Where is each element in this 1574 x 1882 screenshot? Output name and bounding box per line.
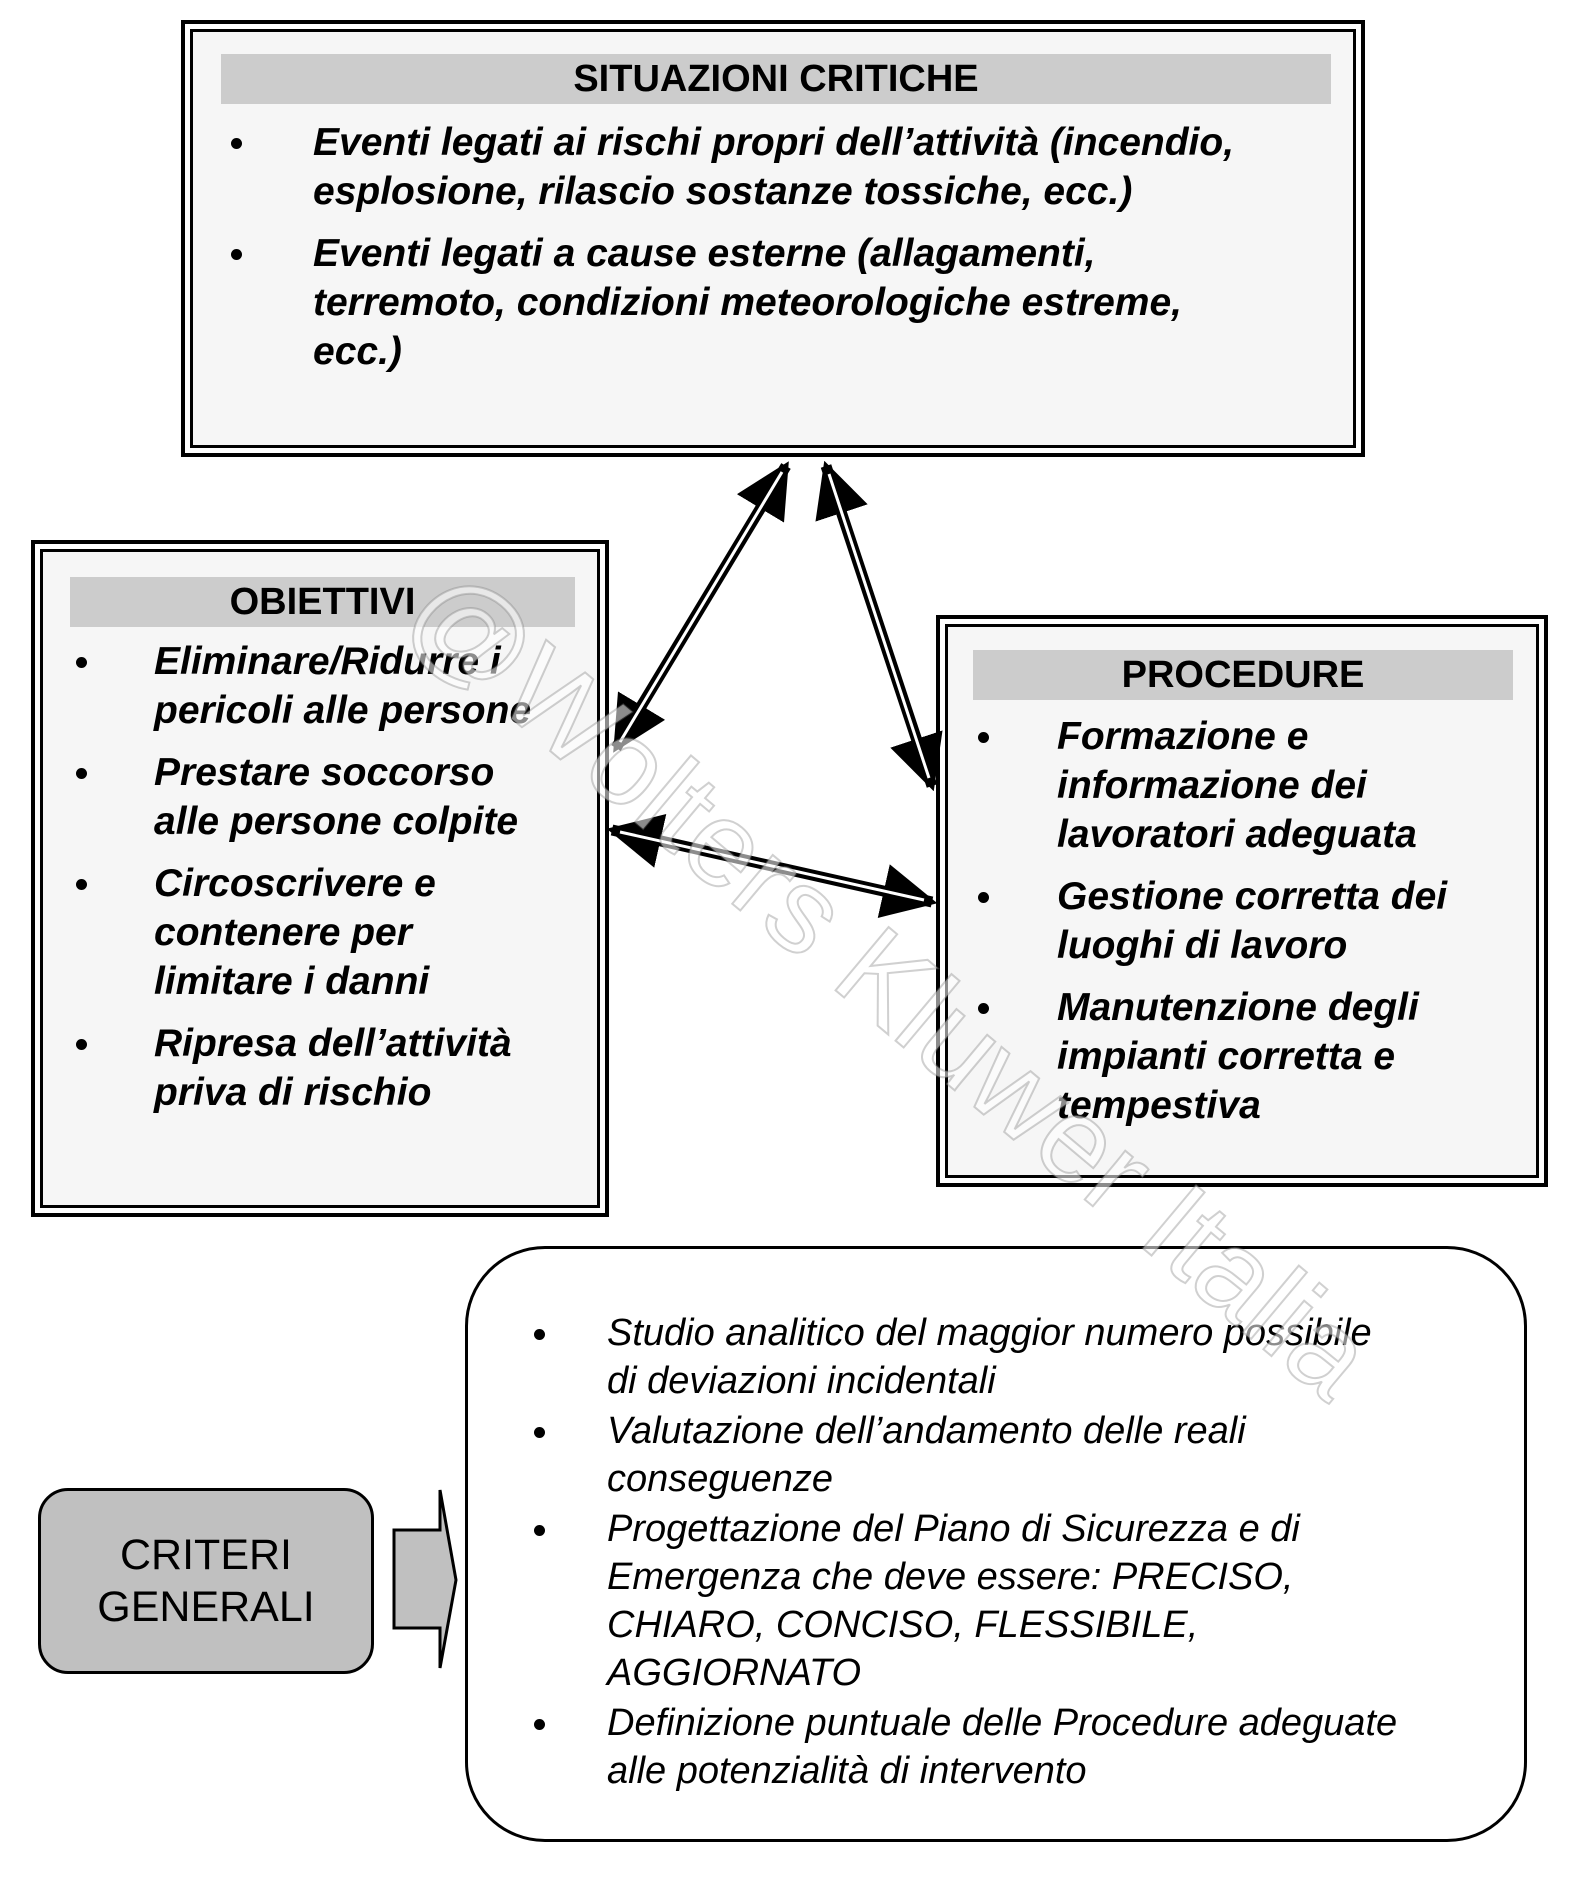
situazioni-critiche-inner: SITUAZIONI CRITICHE Eventi legati ai ris…: [190, 29, 1356, 448]
obiettivi-box: OBIETTIVI Eliminare/Ridurre i pericoli a…: [31, 540, 609, 1217]
bullet-icon: [534, 1329, 545, 1340]
obiettivi-inner: OBIETTIVI Eliminare/Ridurre i pericoli a…: [40, 549, 600, 1208]
arrow-obiettivi-situazioni: [611, 461, 791, 753]
bullet-icon: [978, 732, 989, 743]
procedure-box: PROCEDURE Formazione e informazione dei …: [936, 615, 1548, 1187]
list-item: Formazione e informazione dei lavoratori…: [978, 712, 1538, 859]
list-item: Manutenzione degli impianti corretta e t…: [978, 983, 1538, 1130]
list-item: Definizione puntuale delle Procedure ade…: [534, 1699, 1514, 1795]
list-item: Ripresa dell’attività priva di rischio: [76, 1019, 586, 1117]
list-item: Eliminare/Ridurre i pericoli alle person…: [76, 637, 586, 735]
list-item: Prestare soccorso alle persone colpite: [76, 748, 586, 846]
criteri-generali-box: CRITERI GENERALI: [38, 1488, 374, 1674]
criteri-list: Studio analitico del maggior numero poss…: [534, 1309, 1514, 1795]
bullet-icon: [534, 1525, 545, 1536]
bullet-icon: [231, 138, 242, 149]
bullet-icon: [534, 1719, 545, 1730]
list-item: Valutazione dell’andamento delle reali c…: [534, 1407, 1514, 1503]
arrow-situazioni-procedure: [815, 460, 943, 792]
criteri-list-box: Studio analitico del maggior numero poss…: [465, 1246, 1527, 1842]
arrow-obiettivi-procedure: [606, 814, 938, 918]
bullet-icon: [978, 1003, 989, 1014]
bullet-icon: [76, 657, 87, 668]
procedure-title: PROCEDURE: [973, 650, 1513, 700]
bullet-icon: [76, 768, 87, 779]
bullet-icon: [978, 892, 989, 903]
criteri-line-2: GENERALI: [97, 1583, 315, 1631]
bullet-icon: [76, 1039, 87, 1050]
list-item: Circoscrivere e contenere per limitare i…: [76, 859, 586, 1006]
procedure-list: Formazione e informazione dei lavoratori…: [978, 712, 1538, 1130]
bullet-icon: [231, 249, 242, 260]
list-item: Eventi legati ai rischi propri dell’atti…: [231, 118, 1341, 216]
obiettivi-title: OBIETTIVI: [70, 577, 575, 627]
bullet-icon: [76, 879, 87, 890]
list-item: Gestione corretta dei luoghi di lavoro: [978, 872, 1538, 970]
list-item: Eventi legati a cause esterne (allagamen…: [231, 229, 1341, 376]
situazioni-critiche-list: Eventi legati ai rischi propri dell’atti…: [231, 118, 1341, 376]
procedure-inner: PROCEDURE Formazione e informazione dei …: [945, 624, 1539, 1178]
list-item: Progettazione del Piano di Sicurezza e d…: [534, 1505, 1514, 1697]
situazioni-critiche-box: SITUAZIONI CRITICHE Eventi legati ai ris…: [181, 20, 1365, 457]
situazioni-critiche-title: SITUAZIONI CRITICHE: [221, 54, 1331, 104]
block-arrow-right-icon: [392, 1489, 458, 1669]
obiettivi-list: Eliminare/Ridurre i pericoli alle person…: [76, 637, 586, 1117]
list-item: Studio analitico del maggior numero poss…: [534, 1309, 1514, 1405]
criteri-line-1: CRITERI: [120, 1531, 292, 1579]
bullet-icon: [534, 1427, 545, 1438]
